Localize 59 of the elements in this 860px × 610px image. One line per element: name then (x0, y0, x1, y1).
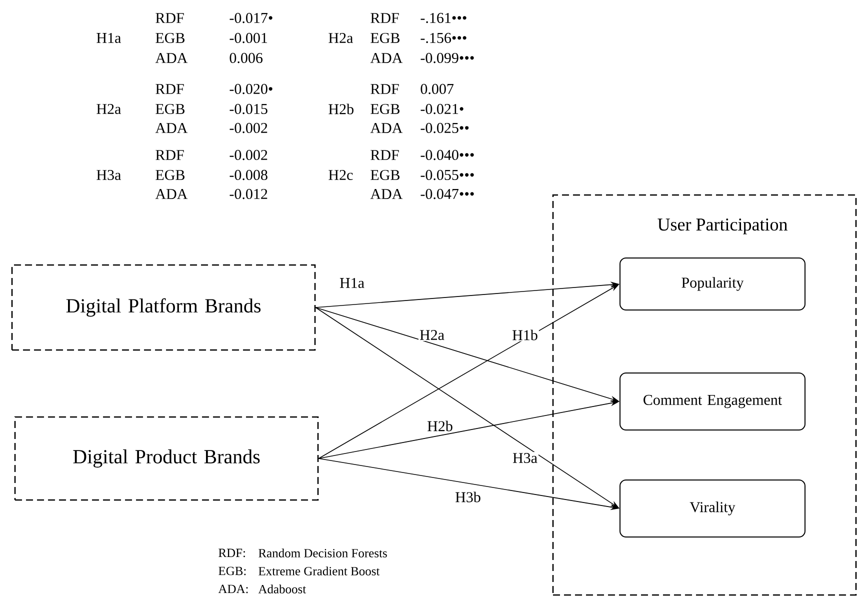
coefficient-value: -0.047••• (420, 188, 474, 200)
coefficient-value: -0.008 (230, 170, 268, 180)
method-label: RDF (156, 84, 184, 94)
hypothesis-label: H1a (96, 32, 121, 44)
coefficient-value: -0.017• (230, 12, 272, 24)
coefficient-value: -0.015 (230, 104, 268, 114)
coefficient-value: -0.001 (230, 32, 268, 44)
hypothesis-label: H2a (96, 104, 121, 114)
method-label: RDF (370, 150, 399, 160)
legend-abbreviation: RDF: (218, 548, 245, 558)
method-label: ADA (155, 189, 188, 199)
hypothesis-label: H2a (328, 32, 353, 44)
coefficient-value: -0.099••• (420, 52, 474, 64)
coefficient-value: -0.021• (420, 104, 464, 114)
coefficient-value: -.161••• (420, 12, 466, 24)
method-label: ADA (155, 53, 188, 63)
edge-label: H2b (426, 420, 454, 432)
legend-text: Extreme Gradient Boost (258, 566, 380, 576)
edge-label: H3b (454, 490, 482, 504)
legend-text: Random Decision Forests (258, 548, 387, 558)
construct-box: Digital Platform Brands (11, 264, 316, 351)
coefficient-value: -0.025•• (420, 122, 469, 134)
coefficient-value: -0.055••• (420, 170, 474, 180)
coefficient-value: -0.040••• (420, 150, 474, 160)
method-label: EGB (370, 170, 400, 180)
method-label: ADA (370, 189, 403, 199)
variable-box: Popularity (620, 258, 806, 310)
legend-text: Adaboost (258, 584, 306, 594)
method-label: EGB (370, 104, 400, 114)
method-label: EGB (156, 104, 184, 114)
edge-label: H2a (418, 328, 446, 342)
coefficient-value: -0.020• (230, 84, 272, 94)
method-label: ADA (155, 123, 188, 133)
method-label: EGB (156, 170, 184, 180)
method-label: ADA (370, 123, 403, 133)
method-label: ADA (370, 53, 403, 63)
edge-label: H1b (511, 328, 539, 342)
method-label: RDF (370, 84, 399, 94)
method-label: EGB (370, 32, 400, 44)
method-label: RDF (156, 13, 184, 23)
coefficient-value: -.156••• (420, 32, 466, 44)
coefficient-value: -0.002 (230, 122, 268, 134)
coefficient-value: 0.007 (420, 84, 454, 94)
legend-abbreviation: ADA: (218, 584, 248, 594)
hypothesis-label: H3a (96, 170, 121, 180)
edge-label: H1a (338, 276, 366, 290)
variable-box: Comment Engagement (620, 372, 806, 430)
coefficient-value: -0.002 (230, 150, 268, 160)
legend-abbreviation: EGB: (218, 566, 246, 576)
edge-label: H3a (512, 452, 538, 464)
method-label: RDF (370, 13, 399, 23)
method-label: EGB (156, 32, 184, 44)
hypothesis-label: H2c (328, 170, 353, 180)
variable-box: Virality (620, 480, 806, 538)
coefficient-value: 0.006 (230, 52, 263, 64)
construct-box: Digital Product Brands (14, 416, 319, 501)
coefficient-value: -0.012 (230, 188, 268, 200)
hypothesis-label: H2b (328, 104, 354, 114)
method-label: RDF (156, 150, 184, 160)
